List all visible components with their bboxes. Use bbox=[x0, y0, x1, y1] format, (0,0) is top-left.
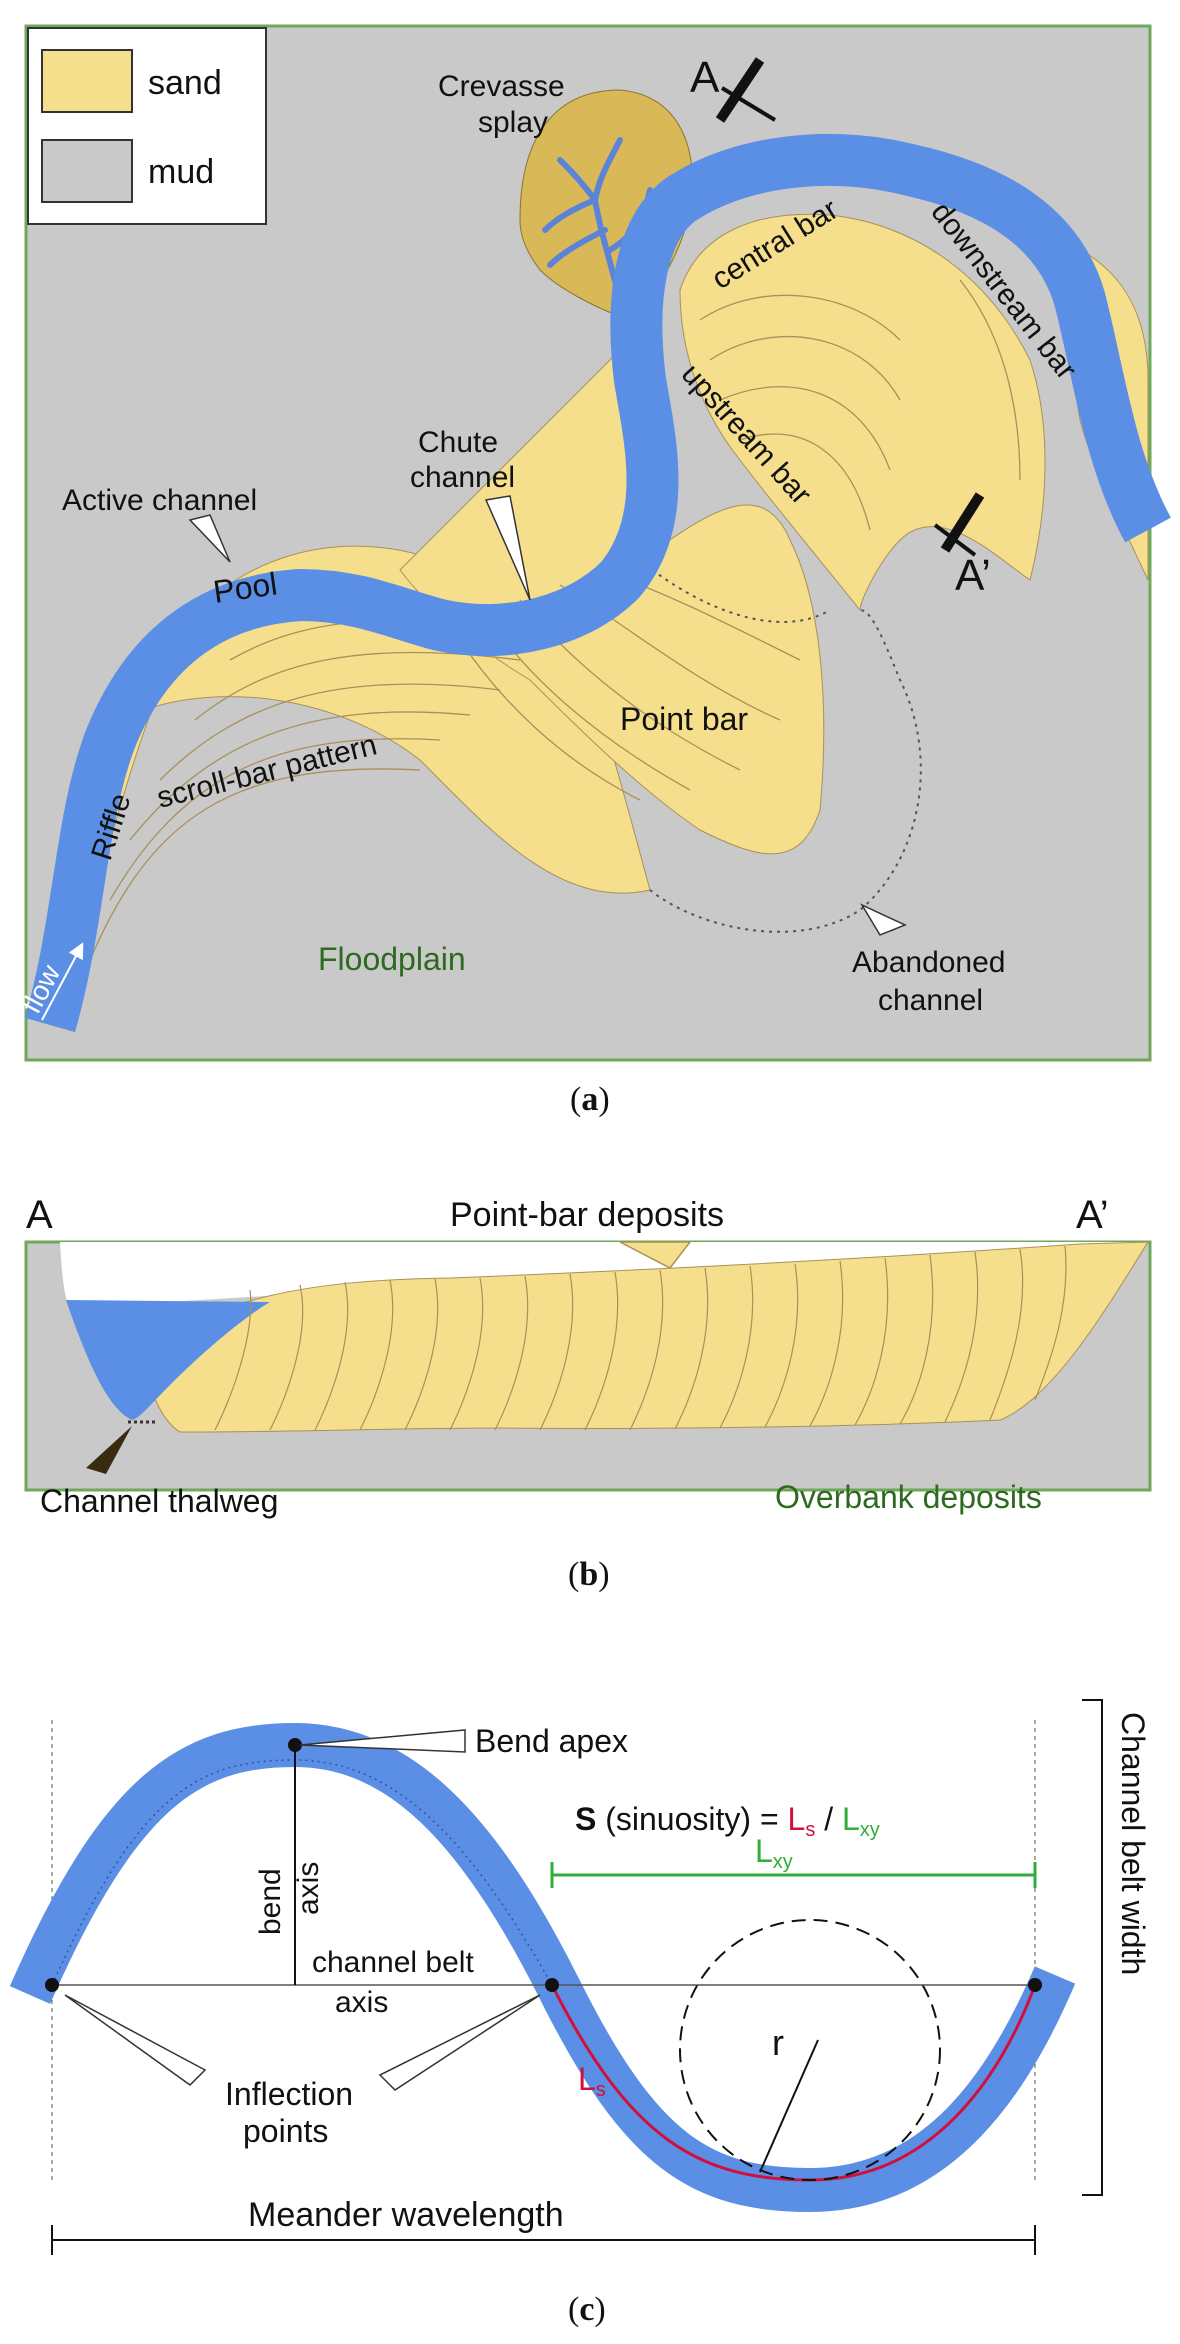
thalweg-pointer bbox=[86, 1426, 132, 1474]
inflection-point-mid bbox=[545, 1978, 559, 1992]
abandoned-channel-label-1: Abandoned bbox=[852, 946, 1006, 979]
panel-b: A A’ Point-bar deposits Channel thalweg … bbox=[24, 1193, 1152, 1593]
inflection-pointer-left bbox=[64, 1994, 207, 2086]
section-a-label: A bbox=[690, 53, 720, 102]
section-marker-a-prime: A’ bbox=[933, 492, 991, 600]
inflection-points-label-2: points bbox=[243, 2113, 328, 2149]
overbank-deposits-label: Overbank deposits bbox=[775, 1479, 1042, 1515]
legend-sand-swatch bbox=[41, 49, 133, 113]
point-bar-deposits-pointer bbox=[619, 1241, 692, 1269]
central-bar-sand bbox=[679, 213, 1046, 612]
inflection-pointer-right bbox=[378, 1994, 541, 2091]
active-channel-pointer bbox=[188, 514, 231, 563]
radius-line bbox=[759, 2039, 819, 2173]
caption-b: (b) bbox=[568, 1556, 610, 1593]
section-a-prime-label: A’ bbox=[955, 551, 991, 600]
curvature-circle bbox=[679, 1919, 941, 2181]
abandoned-channel-edge bbox=[639, 559, 831, 623]
panel-a: A A’ sand mud Crevasse splay central bar… bbox=[16, 24, 1172, 1118]
inflection-point-right bbox=[1028, 1978, 1042, 1992]
channel-belt-axis-label-2: axis bbox=[335, 1986, 388, 2019]
caption-a: (a) bbox=[570, 1081, 610, 1118]
channel-belt-axis-label-1: channel belt bbox=[312, 1946, 474, 1979]
legend-sand-label: sand bbox=[148, 64, 222, 102]
abandoned-channel-pointer bbox=[860, 903, 907, 936]
floodplain-label: Floodplain bbox=[318, 941, 466, 977]
crevasse-splay-label-2: splay bbox=[478, 106, 548, 139]
lxy-bracket bbox=[550, 1862, 1037, 1888]
sinuosity-equation: S (sinuosity) = Ls / Lxy bbox=[575, 1801, 880, 1841]
channel-belt-width-bracket bbox=[1082, 1699, 1103, 2196]
point-bar-label: Point bar bbox=[620, 701, 748, 737]
meander-wavelength-bar bbox=[51, 2225, 1036, 2255]
crevasse-splay-label-1: Crevasse bbox=[438, 70, 565, 103]
ls-label: Ls bbox=[578, 2061, 606, 2101]
lxy-label: Lxy bbox=[755, 1833, 793, 1873]
bend-apex-pointer bbox=[299, 1729, 466, 1753]
section-a-label-b: A bbox=[26, 1193, 53, 1237]
section-a-prime-label-b: A’ bbox=[1076, 1193, 1109, 1237]
bend-apex-label: Bend apex bbox=[475, 1723, 628, 1759]
active-channel-label: Active channel bbox=[62, 484, 257, 517]
legend: sand mud bbox=[27, 27, 267, 225]
abandoned-channel-label-2: channel bbox=[878, 984, 983, 1017]
bend-axis-label-1: bend bbox=[254, 1868, 287, 1935]
channel-belt-width-label: Channel belt width bbox=[1115, 1712, 1151, 1975]
meander-channel bbox=[9, 1722, 1076, 2213]
inclined-strata bbox=[214, 1245, 1067, 1431]
channel-water bbox=[66, 1300, 270, 1420]
point-bar-deposits-label: Point-bar deposits bbox=[450, 1196, 724, 1234]
abandoned-channel-path bbox=[649, 609, 922, 933]
caption-c: (c) bbox=[568, 2291, 606, 2328]
channel-thalweg-label: Channel thalweg bbox=[40, 1483, 278, 1519]
radius-label: r bbox=[772, 2022, 784, 2063]
meander-wavelength-label: Meander wavelength bbox=[248, 2196, 564, 2234]
chute-channel-label-1: Chute bbox=[418, 426, 498, 459]
chute-channel-pointer bbox=[484, 495, 531, 601]
legend-mud-swatch bbox=[41, 139, 133, 203]
chute-channel-label-2: channel bbox=[410, 461, 515, 494]
section-marker-a: A bbox=[690, 53, 777, 123]
bend-axis-label-2: axis bbox=[292, 1862, 325, 1915]
panel-c: Bend apex bend axis S (sinuosity) = Ls /… bbox=[9, 1699, 1151, 2328]
pool-label: Pool bbox=[211, 565, 279, 610]
legend-mud-label: mud bbox=[148, 153, 214, 191]
inflection-point-left bbox=[45, 1978, 59, 1992]
inflection-points-label-1: Inflection bbox=[225, 2076, 353, 2112]
bend-apex-point bbox=[288, 1738, 302, 1752]
active-channel bbox=[24, 134, 1172, 1033]
